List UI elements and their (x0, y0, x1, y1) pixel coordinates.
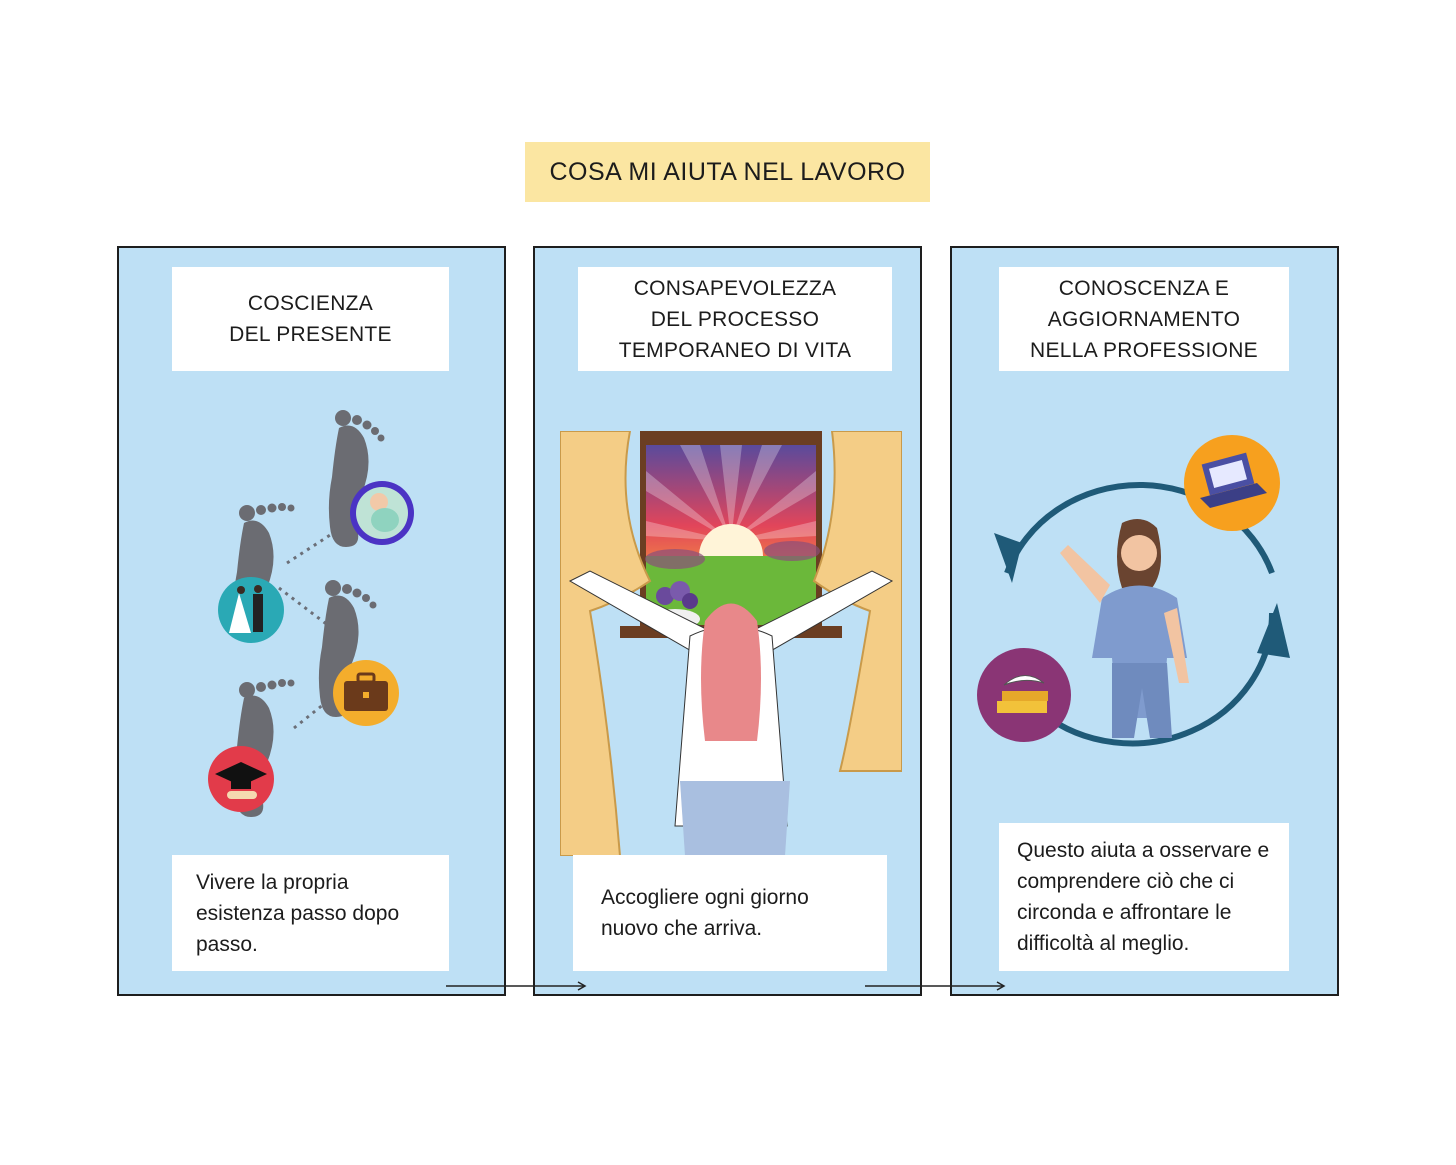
graduation-cap-icon (208, 746, 274, 812)
footprints-illustration (208, 410, 414, 817)
baby-icon (350, 481, 414, 545)
panel-text: Vivere la propria esistenza passo dopo p… (172, 855, 449, 971)
arrow-head-icon (1257, 603, 1290, 658)
panel-consapevolezza: CONSAPEVOLEZZA DEL PROCESSO TEMPORANEO D… (533, 246, 922, 996)
connector-arrow (446, 981, 587, 991)
footprint-icon (318, 580, 377, 717)
nurse-figure (1060, 519, 1189, 738)
panel-heading: CONOSCENZA E AGGIORNAMENTO NELLA PROFESS… (999, 267, 1289, 371)
laptop-icon (1184, 435, 1280, 531)
page-title: COSA MI AIUTA NEL LAVORO (525, 142, 930, 202)
connector-arrow (865, 981, 1006, 991)
nurse-cycle-illustration (977, 435, 1290, 747)
books-icon (977, 648, 1071, 742)
window-sunrise-illustration (560, 431, 902, 856)
panel-heading: COSCIENZA DEL PRESENTE (172, 267, 449, 371)
wedding-couple-icon (218, 577, 284, 643)
panel-text: Questo aiuta a osservare e comprendere c… (999, 823, 1289, 971)
footprint-icon (328, 410, 385, 547)
arrow-head-icon (994, 533, 1022, 583)
briefcase-icon (333, 660, 399, 726)
left-curtain (560, 431, 652, 856)
panel-text: Accogliere ogni giorno nuovo che arriva. (573, 855, 887, 971)
panel-conoscenza: CONOSCENZA E AGGIORNAMENTO NELLA PROFESS… (950, 246, 1339, 996)
panel-coscienza: COSCIENZA DEL PRESENTE (117, 246, 506, 996)
cycle-arrows (1004, 481, 1276, 747)
woman-figure (568, 570, 894, 856)
panel-heading: CONSAPEVOLEZZA DEL PROCESSO TEMPORANEO D… (578, 267, 892, 371)
